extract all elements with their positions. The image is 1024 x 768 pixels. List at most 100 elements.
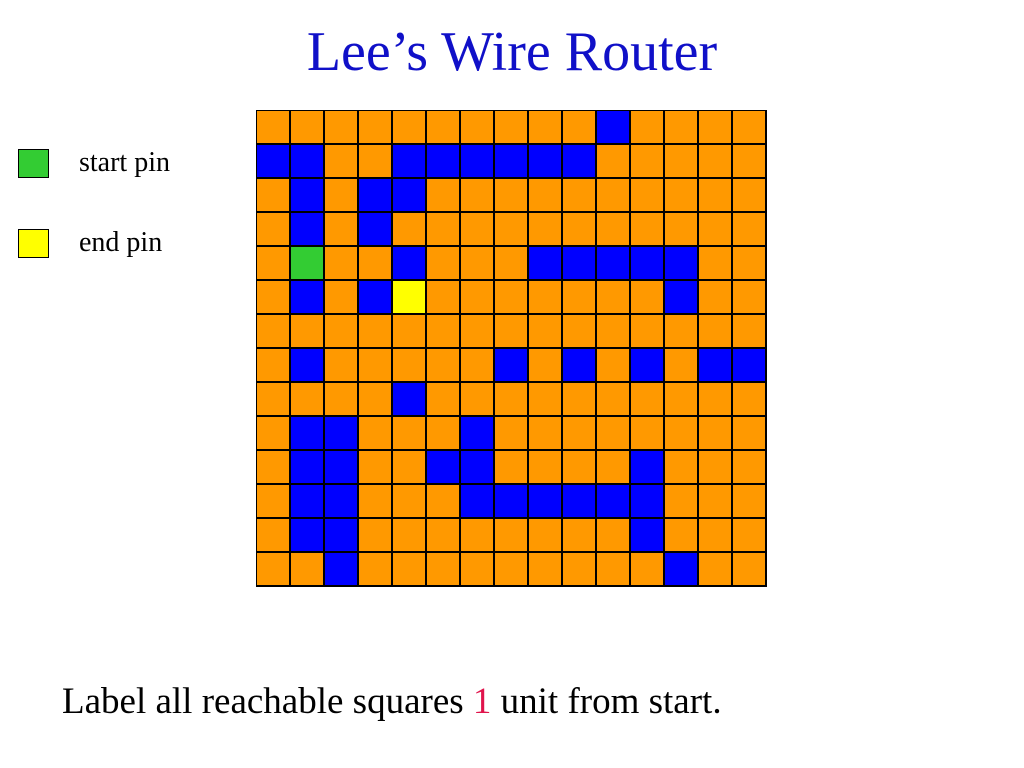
grid-cell-free bbox=[563, 315, 597, 349]
grid-cell-free bbox=[257, 281, 291, 315]
grid-cell-free bbox=[699, 519, 733, 553]
grid-cell-free bbox=[733, 451, 767, 485]
grid-cell-free bbox=[325, 349, 359, 383]
grid-cell-free bbox=[733, 417, 767, 451]
caption-text-before: Label all reachable squares bbox=[62, 681, 473, 722]
grid-cell-free bbox=[665, 315, 699, 349]
grid-cell-blocked bbox=[597, 485, 631, 519]
grid-cell-free bbox=[427, 213, 461, 247]
grid-cell-blocked bbox=[495, 145, 529, 179]
grid-cell-free bbox=[563, 553, 597, 587]
grid-cell-blocked bbox=[529, 145, 563, 179]
grid-cell-free bbox=[733, 281, 767, 315]
grid-cell-free bbox=[529, 519, 563, 553]
grid-cell-free bbox=[597, 179, 631, 213]
grid-cell-free bbox=[597, 451, 631, 485]
grid-cell-free bbox=[291, 315, 325, 349]
grid-cell-free bbox=[461, 349, 495, 383]
grid-cell-free bbox=[427, 349, 461, 383]
grid-cell-blocked bbox=[359, 281, 393, 315]
grid-cell-free bbox=[563, 417, 597, 451]
grid-cell-free bbox=[597, 519, 631, 553]
grid-cell-free bbox=[597, 417, 631, 451]
grid-cell-free bbox=[427, 247, 461, 281]
grid-cell-free bbox=[257, 417, 291, 451]
grid-cell-free bbox=[665, 417, 699, 451]
grid-cell-free bbox=[393, 485, 427, 519]
grid-cell-blocked bbox=[291, 485, 325, 519]
grid-cell-free bbox=[699, 281, 733, 315]
grid-cell-free bbox=[325, 213, 359, 247]
grid-cell-free bbox=[461, 553, 495, 587]
grid-cell-free bbox=[427, 315, 461, 349]
grid-cell-free bbox=[257, 315, 291, 349]
grid-cell-free bbox=[699, 213, 733, 247]
grid-cell-free bbox=[427, 383, 461, 417]
grid-cell-free bbox=[495, 553, 529, 587]
grid-cell-free bbox=[495, 247, 529, 281]
grid-cell-free bbox=[529, 281, 563, 315]
grid-cell-blocked bbox=[733, 349, 767, 383]
grid-cell-free bbox=[461, 213, 495, 247]
grid-cell-free bbox=[325, 145, 359, 179]
start-pin-label: start pin bbox=[79, 147, 170, 178]
caption-number: 1 bbox=[472, 681, 492, 722]
grid-cell-free bbox=[325, 247, 359, 281]
grid-cell-blocked bbox=[631, 519, 665, 553]
grid-cell-free bbox=[461, 281, 495, 315]
grid-cell-free bbox=[325, 383, 359, 417]
grid-cell-blocked bbox=[291, 281, 325, 315]
grid-cell-free bbox=[733, 179, 767, 213]
grid-cell-free bbox=[597, 349, 631, 383]
grid-cell-free bbox=[393, 519, 427, 553]
grid-cell-blocked bbox=[631, 451, 665, 485]
grid-cell-free bbox=[427, 281, 461, 315]
grid-cell-free bbox=[733, 485, 767, 519]
grid-cell-free bbox=[359, 111, 393, 145]
grid-cell-blocked bbox=[665, 281, 699, 315]
grid-cell-blocked bbox=[257, 145, 291, 179]
grid-cell-free bbox=[597, 383, 631, 417]
grid-cell-free bbox=[733, 213, 767, 247]
grid-cell-free bbox=[699, 179, 733, 213]
grid-cell-blocked bbox=[359, 179, 393, 213]
grid-cell-start bbox=[291, 247, 325, 281]
grid-cell-blocked bbox=[597, 247, 631, 281]
grid-cell-free bbox=[699, 417, 733, 451]
grid-cell-free bbox=[291, 383, 325, 417]
grid-cell-free bbox=[665, 451, 699, 485]
grid-cell-free bbox=[529, 417, 563, 451]
grid-cell-free bbox=[325, 281, 359, 315]
grid-cell-free bbox=[529, 213, 563, 247]
grid-cell-free bbox=[393, 349, 427, 383]
end-pin-swatch bbox=[18, 228, 49, 258]
grid-cell-blocked bbox=[291, 145, 325, 179]
grid-cell-blocked bbox=[393, 145, 427, 179]
grid-cell-free bbox=[257, 451, 291, 485]
grid-cell-free bbox=[597, 213, 631, 247]
grid-cell-blocked bbox=[461, 485, 495, 519]
grid-cell-free bbox=[699, 145, 733, 179]
grid-cell-free bbox=[257, 111, 291, 145]
grid-cell-blocked bbox=[393, 247, 427, 281]
grid-cell-blocked bbox=[529, 247, 563, 281]
grid-cell-blocked bbox=[325, 519, 359, 553]
grid-cell-free bbox=[291, 111, 325, 145]
grid-cell-free bbox=[393, 213, 427, 247]
grid-cell-blocked bbox=[631, 349, 665, 383]
grid-cell-free bbox=[257, 383, 291, 417]
grid-cell-free bbox=[427, 553, 461, 587]
end-pin-label: end pin bbox=[79, 227, 163, 258]
grid-cell-free bbox=[495, 179, 529, 213]
grid-cell-free bbox=[665, 111, 699, 145]
grid-cell-free bbox=[563, 179, 597, 213]
grid-cell-free bbox=[631, 145, 665, 179]
grid-cell-blocked bbox=[495, 349, 529, 383]
grid-cell-blocked bbox=[325, 485, 359, 519]
grid-cell-free bbox=[495, 111, 529, 145]
grid-cell-blocked bbox=[291, 349, 325, 383]
grid-cell-free bbox=[461, 247, 495, 281]
caption: Label all reachable squares 1 unit from … bbox=[62, 680, 722, 723]
slide-title: Lee’s Wire Router bbox=[306, 21, 718, 83]
grid-cell-free bbox=[427, 179, 461, 213]
